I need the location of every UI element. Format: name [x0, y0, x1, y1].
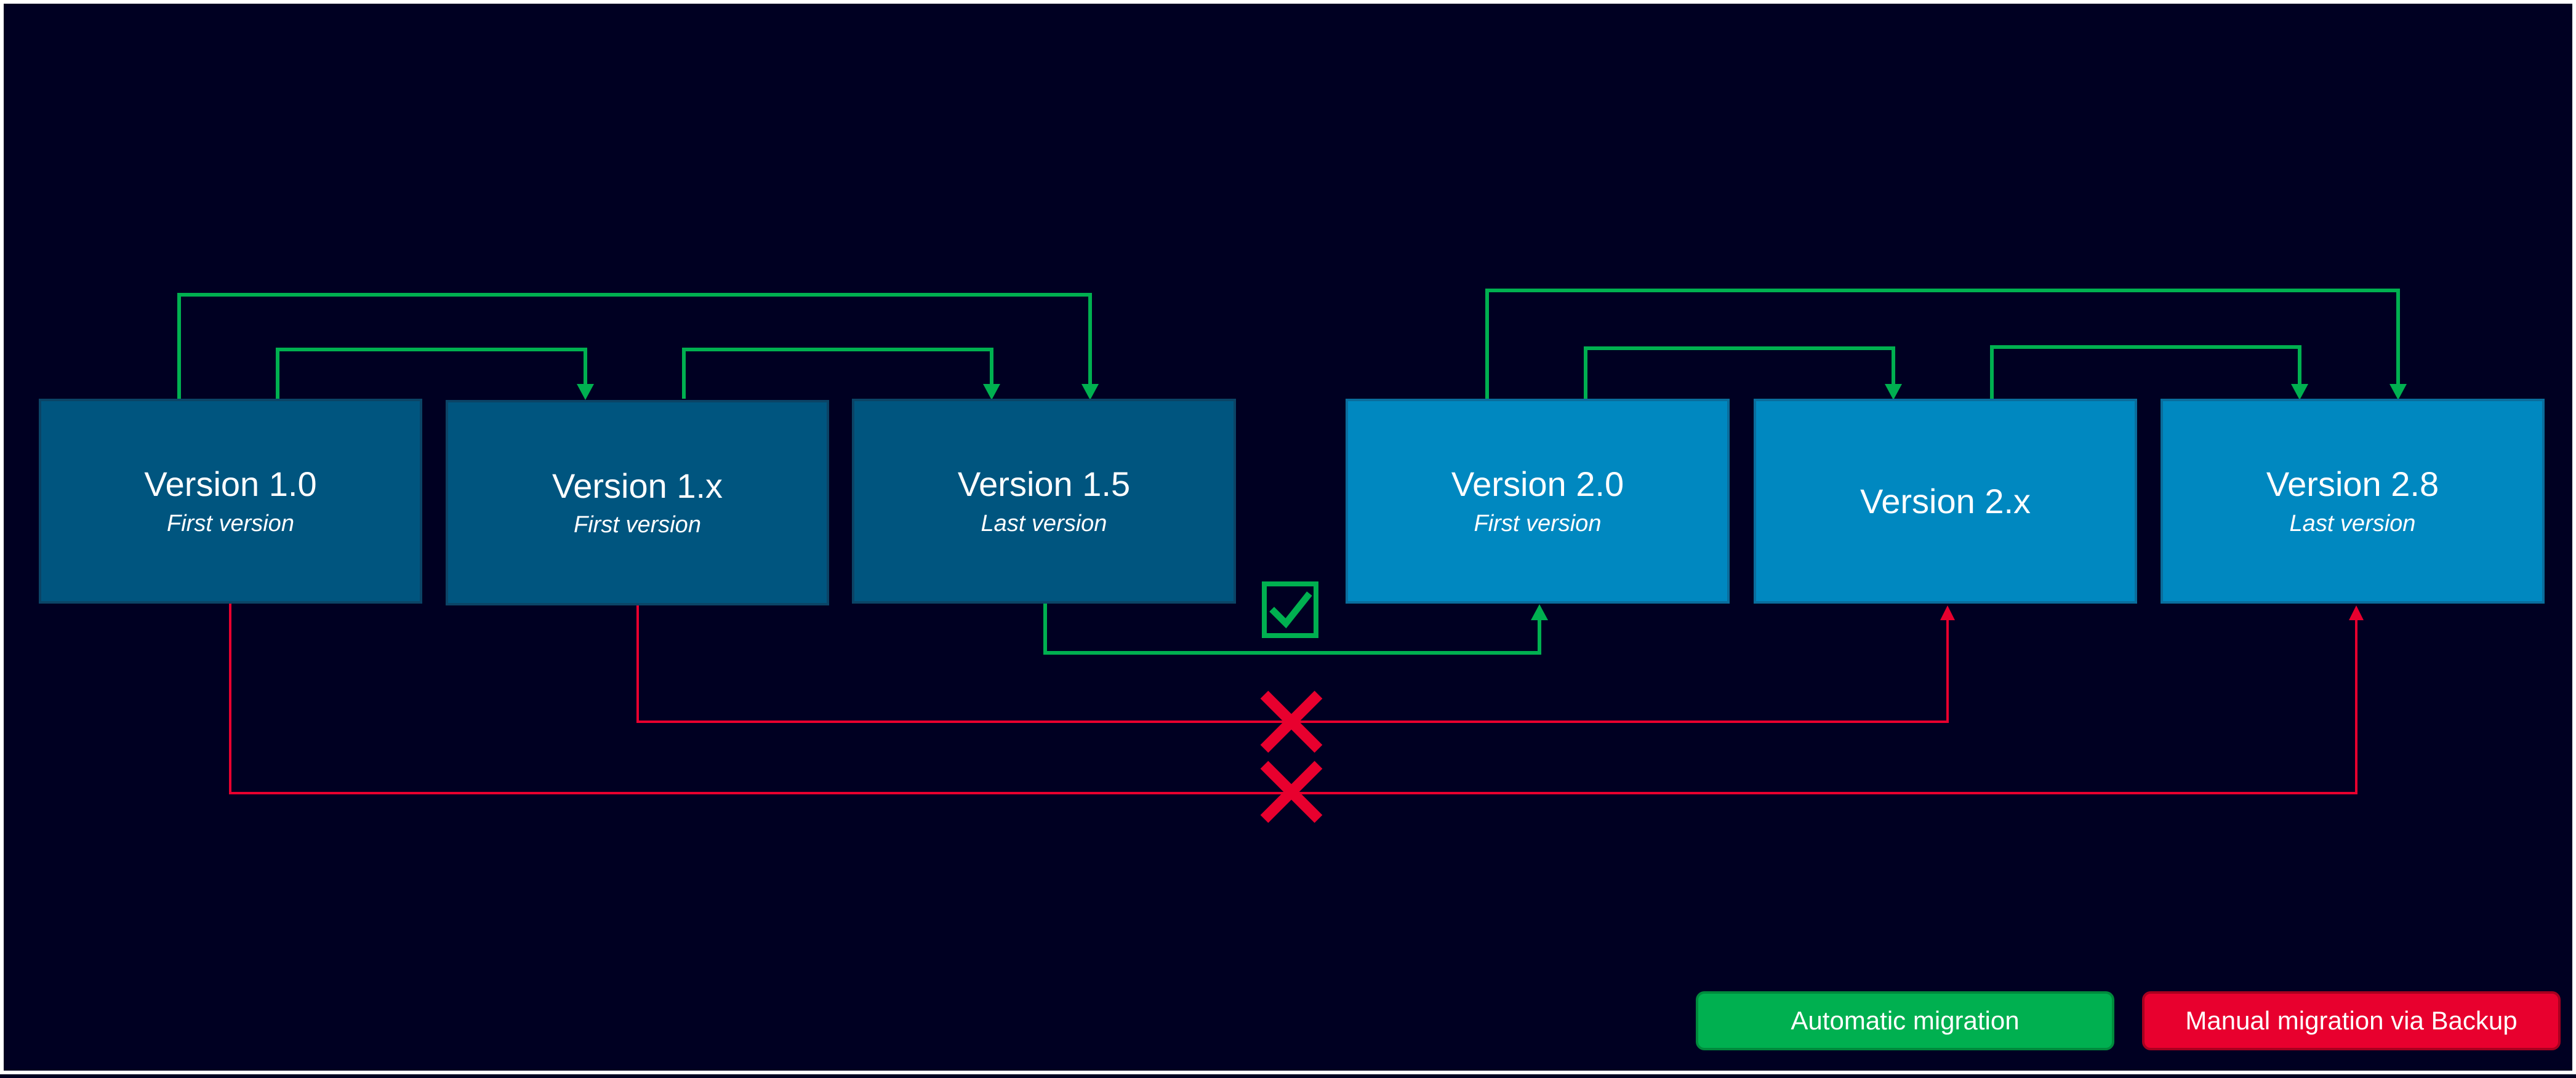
- connector-2-x-to-2-8: [1990, 345, 2308, 400]
- legend-automatic-migration: Automatic migration: [1696, 991, 2114, 1050]
- migration-connectors: [177, 289, 2407, 823]
- version-box-2-8: Version 2.8 Last version: [2161, 399, 2545, 604]
- version-label: Version 2.0: [1451, 465, 1624, 504]
- version-sublabel: First version: [1474, 510, 1602, 537]
- connector-1-0-to-1-x: [276, 348, 594, 400]
- version-label: Version 1.0: [144, 465, 317, 504]
- legend-manual-label: Manual migration via Backup: [2185, 1006, 2518, 1035]
- version-sublabel: First version: [574, 512, 701, 538]
- version-box-1-5: Version 1.5 Last version: [852, 399, 1236, 604]
- legend-manual-migration: Manual migration via Backup: [2142, 991, 2561, 1050]
- connector-1-x-to-1-5: [682, 348, 1000, 400]
- cross-icon: [1260, 690, 1323, 753]
- connector-2-0-to-2-x: [1584, 346, 1902, 400]
- connector-1-0-to-1-5: [177, 293, 1099, 400]
- version-box-2-x: Version 2.x: [1754, 399, 2137, 604]
- version-box-1-0: Version 1.0 First version: [39, 399, 422, 604]
- version-box-1-x: Version 1.x First version: [446, 400, 829, 605]
- version-box-2-0: Version 2.0 First version: [1346, 399, 1730, 604]
- version-label: Version 2.8: [2266, 465, 2439, 504]
- cross-icon: [1260, 761, 1323, 823]
- version-label: Version 1.5: [957, 465, 1131, 504]
- version-sublabel: First version: [167, 510, 294, 537]
- version-sublabel: Last version: [2289, 510, 2416, 537]
- version-label: Version 2.x: [1860, 481, 2031, 521]
- connector-2-0-to-2-8: [1485, 289, 2407, 400]
- legend-automatic-label: Automatic migration: [1791, 1006, 2020, 1035]
- version-label: Version 1.x: [552, 466, 723, 505]
- version-sublabel: Last version: [981, 510, 1107, 537]
- connector-1-5-to-2-0: [1043, 604, 1548, 655]
- checkmark-icon: [1262, 581, 1318, 638]
